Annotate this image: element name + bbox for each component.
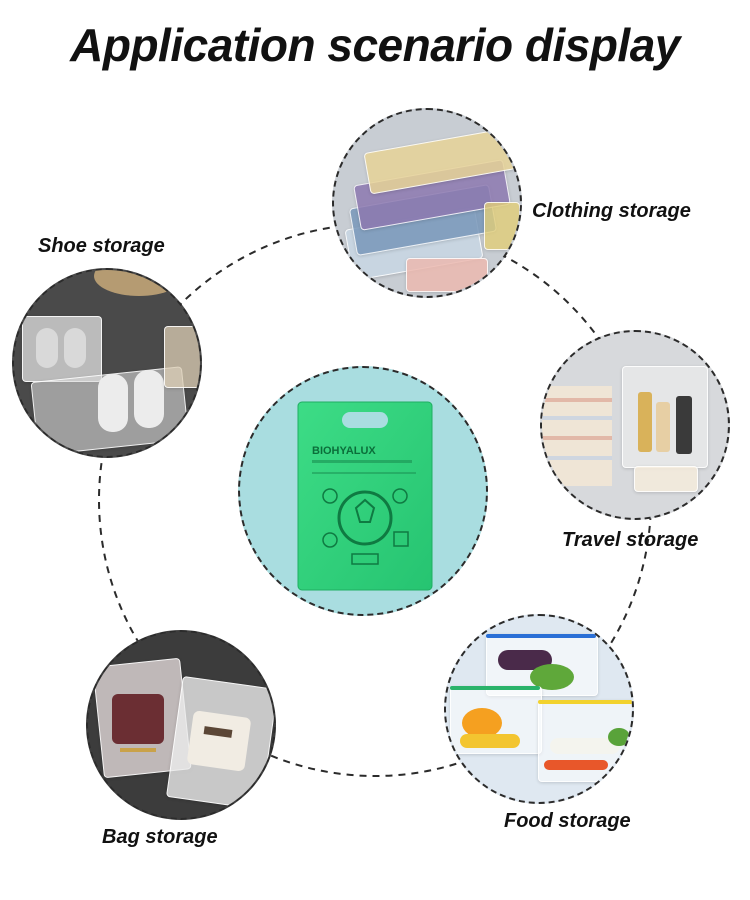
clothing-storage-label: Clothing storage xyxy=(532,200,691,222)
bag-storage-label: Bag storage xyxy=(102,826,218,848)
travel-storage-image xyxy=(540,330,730,520)
bag-storage-image xyxy=(86,630,276,820)
food-storage-image xyxy=(444,614,634,804)
shoe-storage-image xyxy=(12,268,202,458)
travel-storage-label: Travel storage xyxy=(562,529,699,551)
clothing-storage-image xyxy=(332,108,522,298)
center-product-image: BIOHYALUX xyxy=(238,366,488,616)
green-bag-illustration: BIOHYALUX xyxy=(297,401,433,591)
food-storage-label: Food storage xyxy=(504,810,631,832)
page-title: Application scenario display xyxy=(70,19,680,71)
shoe-storage-label: Shoe storage xyxy=(38,235,165,257)
brand-text: BIOHYALUX xyxy=(312,445,376,457)
